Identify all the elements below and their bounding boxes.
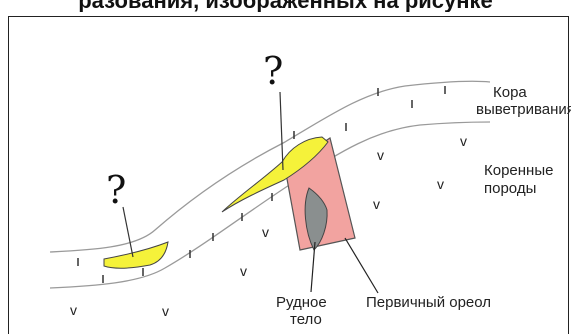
- label-primary-halo: Первичный ореол: [366, 294, 491, 311]
- svg-text:v: v: [377, 147, 384, 163]
- header-caption: разования, изображенных на рисунке: [0, 0, 571, 12]
- label-weathering-crust-2: выветривания: [476, 101, 571, 118]
- question-leader-right: [279, 91, 284, 171]
- ore-body: [304, 187, 328, 251]
- question-mark-right: ?: [263, 49, 283, 93]
- svg-text:v: v: [70, 302, 77, 318]
- label-ore-body-2: тело: [290, 311, 322, 328]
- svg-text:v: v: [262, 224, 269, 240]
- label-weathering-crust-1: Кора: [493, 84, 527, 101]
- svg-text:v: v: [437, 176, 444, 192]
- upper-deposit: [221, 136, 329, 213]
- crust-tick-marks: [77, 86, 446, 283]
- diagram-frame: [8, 16, 569, 334]
- svg-text:v: v: [460, 133, 467, 149]
- svg-text:v: v: [373, 196, 380, 212]
- crust-top-boundary: [49, 80, 491, 253]
- label-ore-body-1: Рудное: [276, 294, 327, 311]
- svg-text:v: v: [162, 303, 169, 319]
- svg-text:v: v: [240, 263, 247, 279]
- question-leader-left: [122, 206, 134, 258]
- label-bedrock-2: породы: [484, 180, 536, 197]
- ore-body-leader: [310, 241, 316, 293]
- bedrock-v-marks: v v v v v v v v: [70, 133, 467, 319]
- label-bedrock-1: Коренные: [484, 162, 553, 179]
- question-mark-left: ?: [106, 168, 126, 212]
- primary-halo-leader: [344, 237, 379, 294]
